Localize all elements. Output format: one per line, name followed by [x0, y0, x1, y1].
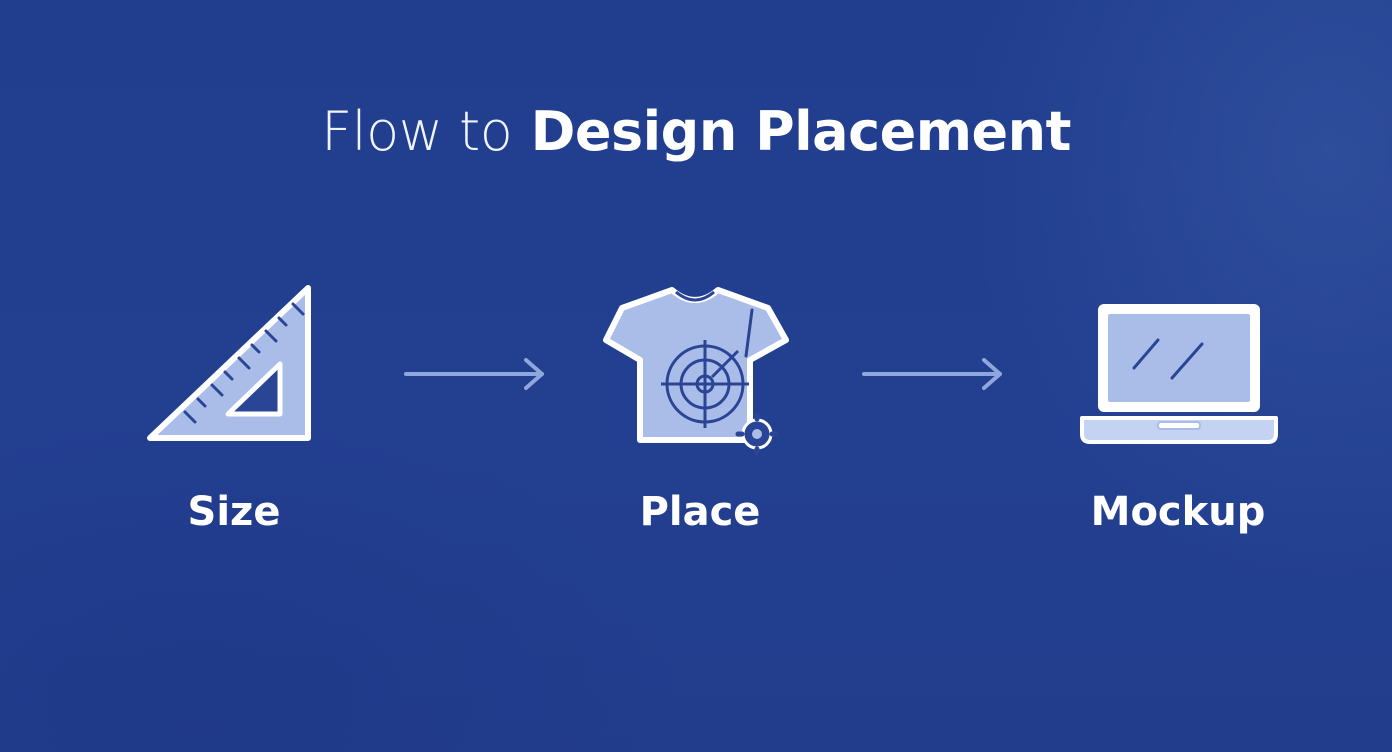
step-label-mockup: Mockup — [1090, 489, 1266, 535]
arrow-right-icon — [404, 358, 544, 390]
diagram-title: Flow to Design Placement — [0, 96, 1392, 168]
tshirt-target-icon — [603, 287, 789, 456]
triangle-ruler-icon — [147, 285, 311, 441]
gear-icon — [735, 412, 779, 456]
step-label-place: Place — [639, 489, 761, 535]
title-bold-part: Design Placement — [530, 100, 1072, 163]
title-light-part: Flow to — [321, 100, 513, 163]
step-label-size: Size — [187, 489, 281, 535]
arrow-right-icon — [862, 358, 1002, 390]
laptop-icon — [1080, 304, 1278, 444]
